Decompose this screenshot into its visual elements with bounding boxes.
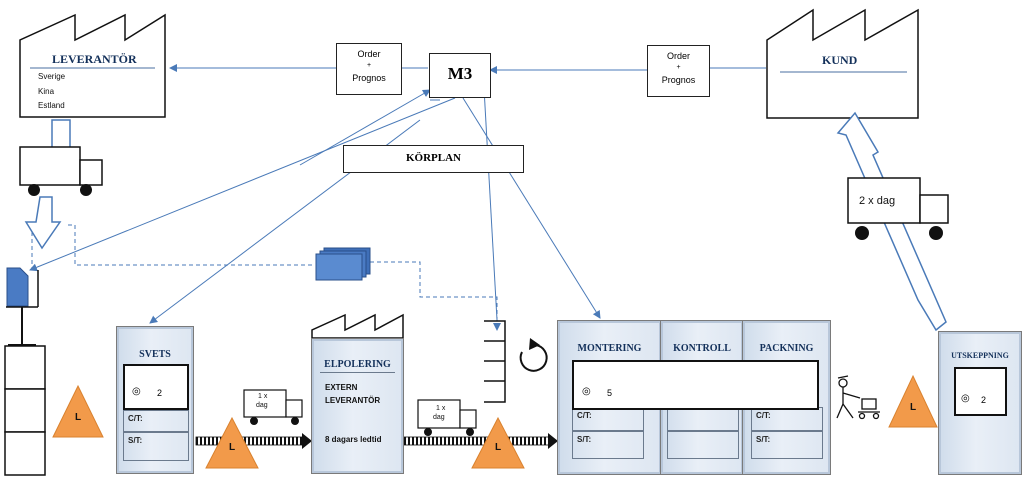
raw-stock-stack: [4, 345, 46, 476]
korplan-box: KÖRPLAN: [343, 145, 524, 173]
order-label: Order: [357, 49, 381, 59]
inventory-count: 2: [157, 388, 163, 398]
small-truck-2: [417, 399, 477, 436]
supplier-factory: [19, 13, 166, 118]
order-forecast: Prognos: [661, 75, 696, 85]
order-plus: +: [366, 62, 372, 69]
cycle-time-field: C/T:: [123, 410, 189, 432]
order-forecast: Prognos: [352, 73, 386, 83]
m3-system-box: M3: [429, 53, 491, 98]
push-arrows: [195, 433, 558, 449]
inventory-label: L: [228, 442, 236, 453]
process-elpolering: ELPOLERING EXTERN LEVERANTÖR 8 dagars le…: [311, 338, 404, 474]
kanban-cards: [315, 247, 371, 281]
supplier-location: Estland: [38, 101, 65, 110]
customer-truck: [847, 177, 949, 240]
process-title: SVETS: [139, 349, 171, 360]
cycle-time-field: C/T:: [572, 407, 644, 431]
supplier-label: LEVERANTÖR: [325, 396, 381, 405]
order-label: Order: [666, 51, 690, 61]
cycle-time-field: [667, 407, 739, 431]
process-svets: SVETS ◎ 2 C/T: S/T:: [116, 326, 194, 474]
inventory-triangles: [52, 374, 938, 469]
supplier-title: LEVERANTÖR: [52, 52, 137, 66]
inventory-box: ◎ 2: [123, 364, 189, 410]
truck-frequency: 2 x dag: [859, 195, 896, 207]
m3-label: M3: [447, 64, 473, 83]
elpolering-roof: [311, 313, 404, 339]
schedule-board: [6, 267, 39, 346]
operator-icon: [836, 375, 880, 420]
process-title: ELPOLERING: [324, 359, 391, 370]
inventory-label: L: [74, 412, 82, 423]
customer-factory: [766, 8, 919, 119]
customer-title: KUND: [822, 53, 858, 67]
order-box-left: Order + Prognos: [336, 43, 402, 95]
supplier-truck: [19, 146, 103, 196]
external-label: EXTERN: [325, 383, 358, 392]
truck-frequency: 1 x: [258, 393, 268, 400]
truck-frequency: dag: [433, 414, 445, 421]
truck-frequency: dag: [256, 402, 268, 409]
order-plus: +: [676, 64, 681, 71]
inventory-box: ◎ 5: [572, 360, 819, 410]
cycle-icon: [519, 338, 548, 372]
inventory-box: ◎ 2: [954, 367, 1007, 416]
operator-icon: ◎: [961, 393, 970, 404]
supplier-location: Kina: [38, 87, 55, 96]
process-title: PACKNING: [759, 343, 814, 354]
inventory-count: 2: [981, 395, 987, 405]
process-utskeppning: UTSKEPPNING ◎ 2: [938, 331, 1022, 475]
setup-time-field: S/T:: [572, 431, 644, 459]
process-title: MONTERING: [577, 343, 642, 354]
operator-icon: ◎: [132, 386, 141, 397]
supplier-location: Sverige: [38, 72, 66, 81]
setup-time-field: S/T:: [751, 431, 823, 459]
buffer-rack: [484, 320, 506, 403]
process-title: UTSKEPPNING: [951, 351, 1009, 360]
cycle-time-field: C/T:: [751, 407, 823, 431]
process-title: KONTROLL: [673, 343, 731, 354]
truck-frequency: 1 x: [436, 405, 446, 412]
inventory-label: L: [494, 442, 502, 453]
lead-time-label: 8 dagars ledtid: [325, 435, 382, 444]
title-divider: [320, 372, 395, 373]
small-truck-1: [243, 389, 303, 425]
korplan-label: KÖRPLAN: [406, 152, 461, 164]
setup-time-field: S/T:: [123, 432, 189, 461]
setup-time-field: [667, 431, 739, 459]
inventory-count: 5: [607, 388, 613, 398]
order-box-right: Order + Prognos: [647, 45, 710, 97]
operator-icon: ◎: [582, 386, 591, 397]
inventory-label: L: [909, 402, 917, 413]
